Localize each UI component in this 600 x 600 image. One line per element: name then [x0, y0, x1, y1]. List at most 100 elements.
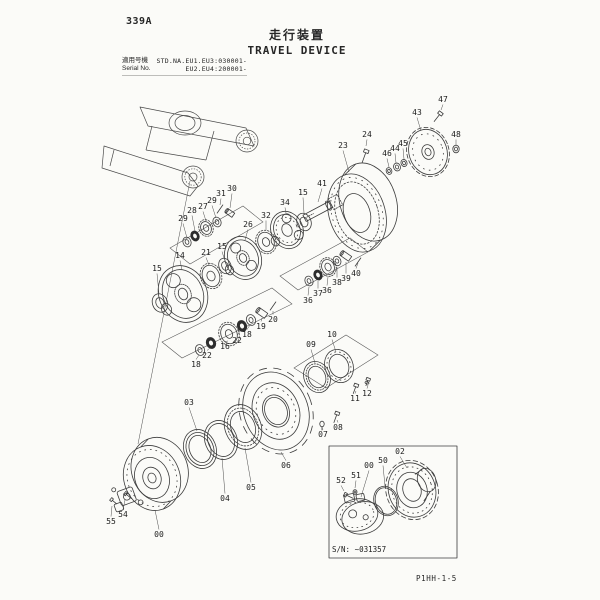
leader-line-22: [206, 347, 211, 351]
leader-line-15: [156, 273, 160, 295]
part-55-bolt: [109, 497, 117, 505]
leader-line-18: [195, 354, 200, 360]
leader-line-36: [326, 276, 329, 286]
part-label-15: 15: [152, 264, 162, 273]
part-label-44: 44: [390, 144, 400, 153]
part-54-bolt: [123, 491, 132, 499]
leader-line-05: [244, 447, 252, 483]
leader-line-36: [307, 286, 310, 296]
group-box-09-10: [293, 334, 379, 389]
part-51-washer: [352, 489, 358, 495]
serial-value-2: EU2.EU4:200001-: [185, 65, 248, 73]
leader-line-15: [302, 197, 305, 214]
track-frame-outline: [101, 106, 259, 197]
part-27-gear: [198, 219, 214, 237]
part-19-pin: [255, 307, 269, 319]
leader-line-10: [331, 339, 337, 353]
part-label-43: 43: [412, 108, 422, 117]
part-label-18: 18: [191, 360, 201, 369]
part-label-00: 00: [154, 530, 164, 539]
part-label-26: 26: [243, 220, 253, 229]
page-code: 339A: [126, 16, 153, 27]
part-label-05: 05: [246, 483, 256, 492]
part-label-24: 24: [362, 130, 372, 139]
part-44-nut: [393, 162, 401, 172]
part-label-20: 20: [268, 315, 278, 324]
part-label-04: 04: [220, 494, 230, 503]
part-20-spring-pin: [269, 301, 277, 311]
part-14-carrier: [157, 265, 209, 323]
part-16-planet-gear: [218, 321, 240, 347]
leader-line-45: [402, 148, 405, 160]
serial-label-en: Serial No.: [122, 65, 151, 72]
part-23-ring-gear-drum: [327, 162, 398, 253]
part-label-03: 03: [184, 398, 194, 407]
part-label-29: 29: [207, 196, 217, 205]
part-22-bearing: [236, 320, 248, 332]
motor-valve-block: [111, 486, 144, 513]
serial-values: STD.NA.EU1.EU3:030001- EU2.EU4:200001-: [157, 57, 248, 73]
part-label-31: 31: [216, 189, 226, 198]
leader-line-31: [219, 198, 222, 206]
part-08-bolt: [333, 410, 341, 423]
doc-code: P1HH-1-5: [416, 574, 457, 583]
part-09-bearing: [303, 360, 331, 394]
part-label-38: 38: [332, 278, 342, 287]
part-label-45: 45: [398, 139, 408, 148]
part-36-washer: [304, 275, 314, 287]
leader-line-30: [229, 193, 233, 209]
part-label-14: 14: [175, 251, 185, 260]
part-52-bolt: [342, 491, 354, 499]
leader-line-46: [386, 158, 390, 168]
part-46-washer: [385, 167, 393, 175]
part-label-48: 48: [451, 130, 461, 139]
part-10-bearing: [324, 348, 354, 384]
part-label-32: 32: [261, 211, 271, 220]
part-label-18: 18: [242, 330, 252, 339]
part-label-41: 41: [317, 179, 327, 188]
leader-line-29: [211, 205, 217, 219]
serial-value-1: STD.NA.EU1.EU3:030001-: [156, 57, 248, 65]
leader-line-27: [202, 211, 207, 222]
part-24-bolt: [361, 148, 370, 163]
part-label-15: 15: [298, 188, 308, 197]
inset-box: S/N: ~031357: [328, 445, 458, 559]
leader-line-26: [244, 229, 249, 241]
part-label-27: 27: [198, 202, 208, 211]
part-label-36: 36: [303, 296, 313, 305]
leader-line-23: [342, 150, 350, 173]
part-11-bolt: [352, 382, 360, 394]
part-26-carrier: [223, 236, 263, 280]
part-label-06: 06: [281, 461, 291, 470]
leader-line-19: [260, 317, 263, 322]
leader-line-44: [394, 153, 397, 164]
part-label-09: 09: [306, 340, 316, 349]
part-label-36: 36: [322, 286, 332, 295]
leader-line-02: [399, 456, 408, 469]
frame-mount-boss-far: [235, 129, 259, 153]
leader-line-12: [366, 384, 369, 389]
leader-line-22: [236, 330, 241, 336]
inset-serial-note: S/N: ~031357: [332, 545, 386, 554]
part-label-15: 15: [217, 242, 227, 251]
part-38-washer: [332, 255, 342, 267]
part-18-washer: [194, 344, 206, 356]
part-21-sun-gear: [199, 262, 223, 290]
part-label-52: 52: [336, 476, 346, 485]
part-label-54: 54: [118, 510, 128, 519]
leader-line-52: [340, 485, 345, 492]
leader-line-43: [416, 117, 422, 132]
part-label-51: 51: [351, 471, 361, 480]
part-37-bearing: [313, 269, 323, 281]
group-box-36-40: [279, 237, 369, 291]
leader-line-16: [224, 340, 229, 342]
part-48-nut: [452, 144, 460, 154]
leader-line-09: [310, 349, 316, 364]
part-label-22: 22: [232, 336, 242, 345]
part-12-bolt: [364, 377, 371, 387]
part-label-00: 00: [364, 461, 374, 470]
leader-line-21: [205, 257, 210, 266]
part-18-washer: [245, 314, 257, 326]
part-28-bearing: [190, 230, 200, 242]
